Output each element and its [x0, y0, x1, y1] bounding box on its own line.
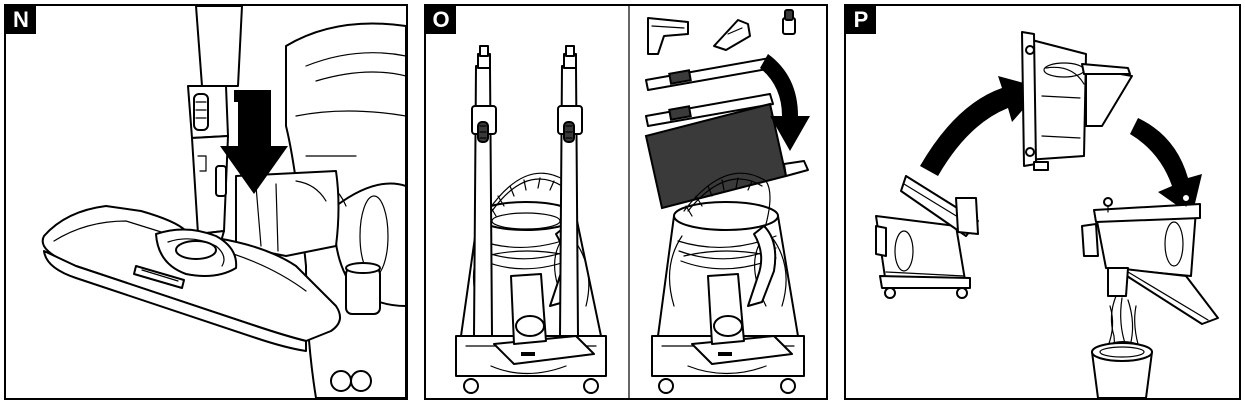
holder-right [1081, 193, 1219, 325]
panel-p-illustration [875, 31, 1219, 398]
panel-n-illustration [41, 6, 406, 398]
arrow-down [220, 90, 288, 194]
parking-holder [235, 170, 340, 257]
panel-o-illustration [455, 6, 810, 398]
panel-label-o: O [426, 6, 456, 34]
panel-label-n: N [6, 6, 36, 34]
panel-p: P [844, 4, 1241, 400]
cleaner-right [651, 172, 805, 394]
panel-n: N [4, 4, 408, 400]
bucket [1091, 342, 1153, 398]
floor-nozzle [41, 205, 341, 352]
arrow-curved [760, 54, 810, 151]
handle-tube [187, 6, 243, 255]
holder-left [875, 175, 979, 299]
arrow-up-right [920, 76, 1042, 176]
holder-top [1021, 31, 1133, 171]
cleaner-left [455, 45, 607, 394]
panel-label-p: P [846, 6, 876, 34]
panel-o: O [424, 4, 828, 400]
arrow-down-right [1130, 118, 1202, 216]
